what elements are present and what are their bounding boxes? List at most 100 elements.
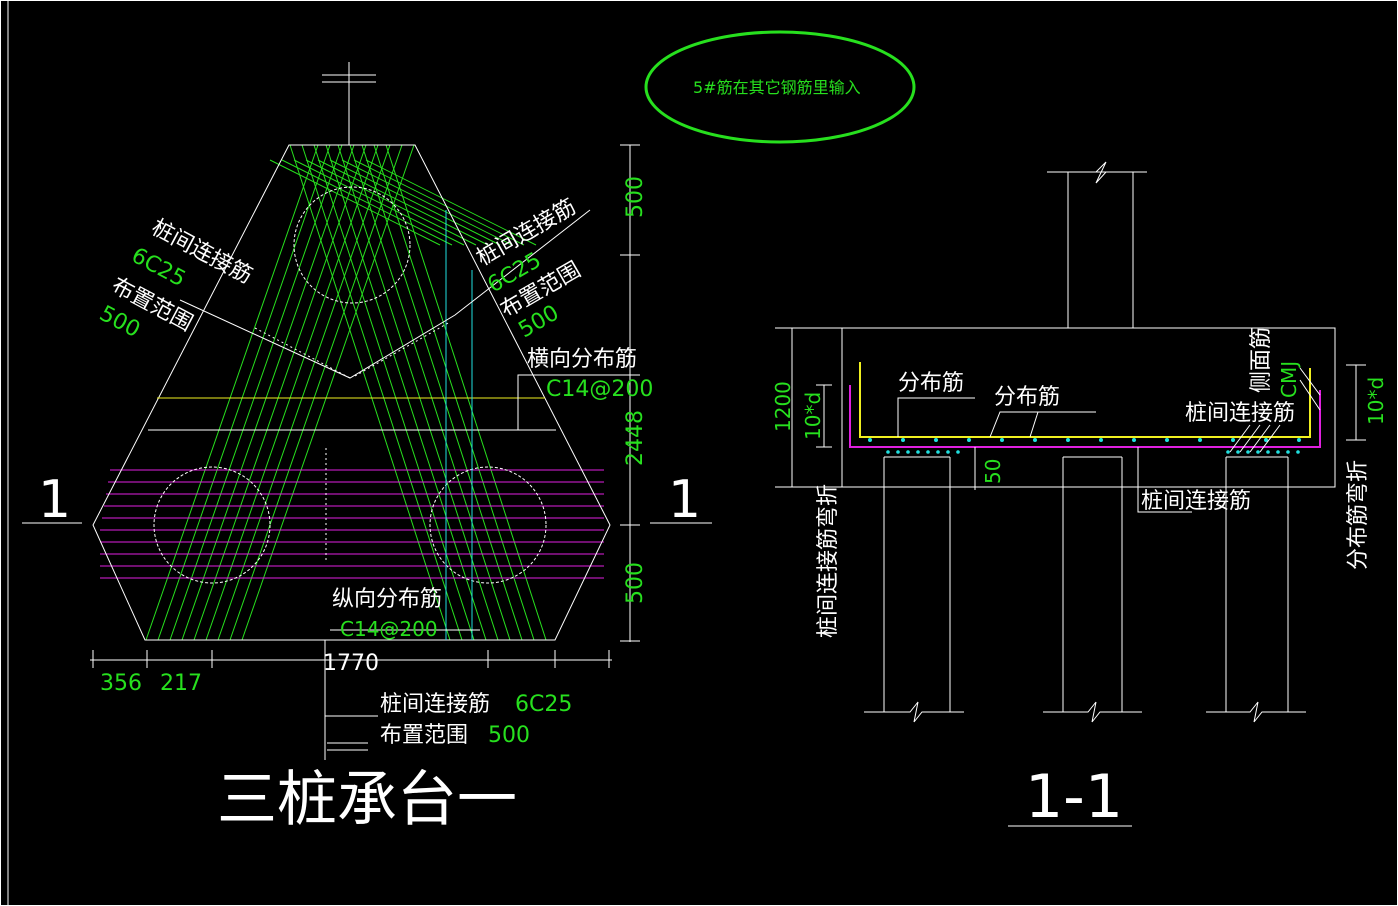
rebar-dot (886, 450, 890, 454)
pile-link-bar-bundles (145, 144, 547, 641)
transverse-title: 横向分布筋 (527, 347, 637, 372)
note-text: 5#筋在其它钢筋里输入 (693, 78, 861, 97)
bar-cross-line (269, 159, 441, 246)
section-view: 分布筋 分布筋 侧面筋 CMJ 桩间连接筋 桩间连接筋 桩间连接筋弯折 分布筋弯… (771, 161, 1388, 832)
column-outline (1067, 161, 1134, 328)
pile-right-break (1206, 701, 1306, 723)
rebar-dot (1000, 438, 1004, 442)
bottom-pile-link-title: 桩间连接筋 (380, 692, 490, 717)
bar-bundle-right-line (313, 144, 475, 641)
rebar-dot (967, 438, 971, 442)
rebar-dot (1297, 438, 1301, 442)
rebar-dot (916, 450, 920, 454)
dim-left-10d-value: 10*d (801, 392, 825, 440)
bar-bundle-left-line (229, 144, 403, 641)
rebar-dot (1066, 438, 1070, 442)
rebar-dot (1286, 450, 1290, 454)
leader-pile-link-top (1259, 424, 1281, 453)
bar-bundle-left-line (169, 144, 343, 641)
bar-bundle-right-line (385, 144, 547, 641)
pile-left-break (864, 701, 964, 723)
rebar-dot (1099, 438, 1103, 442)
dim-bottom: 500 (623, 562, 648, 604)
pile-link-right-ticks (354, 321, 451, 377)
dim-middle: 2448 (623, 410, 648, 466)
bottom-range-value: 500 (488, 723, 530, 748)
rebar-dot (1132, 438, 1136, 442)
leader-pile-link-top (1229, 424, 1251, 453)
bar-bundle-right-line (325, 144, 487, 641)
rebar-dot (1231, 438, 1235, 442)
dim-cover-value: 50 (981, 459, 1005, 484)
bar-bundle-right-line (301, 144, 463, 641)
bar-bundle-left-line (217, 144, 391, 641)
rebar-dot (946, 450, 950, 454)
rebar-dot (1226, 450, 1230, 454)
rebar-dot (896, 450, 900, 454)
leader-pile-link-bottom (1137, 447, 1192, 513)
note-ellipse (644, 30, 916, 144)
bar-cross-line (317, 159, 489, 246)
bar-bundle-right-line (349, 144, 511, 641)
leader-pile-link-top (1239, 424, 1261, 453)
bar-bundle-left-line (205, 144, 379, 641)
leader-side-bar (1299, 367, 1321, 396)
longitudinal-bottom-bars (100, 469, 604, 579)
bar-bundle-left-line (193, 144, 367, 641)
rebar-dot (1033, 438, 1037, 442)
bar-bundle-right-line (289, 144, 451, 641)
leader-side-bar (1299, 379, 1321, 411)
longitudinal-spec: C14@200 (340, 617, 438, 641)
plan-title: 三桩承台一 (217, 765, 517, 835)
pile-circle-top (293, 186, 411, 304)
label-left-bend: 桩间连接筋弯折 (816, 484, 841, 638)
rebar-dot (926, 450, 930, 454)
plan-view: 1 1 桩间连接筋 6C25 布置范围 500 桩间连接筋 6C25 布置范围 … (22, 62, 712, 835)
rebar-dot (934, 438, 938, 442)
label-dist2: 分布筋 (994, 385, 1060, 410)
rebar-dot (936, 450, 940, 454)
bar-cross-line (341, 159, 513, 246)
rebar-dot (868, 438, 872, 442)
dim-height-value: 1200 (771, 381, 795, 432)
bar-cross-line (365, 159, 537, 246)
dim-356: 356 (100, 671, 142, 696)
leader-dist2 (989, 411, 1096, 438)
bottom-main-bar (849, 385, 1321, 448)
bar-bundle-right-line (337, 144, 499, 641)
bottom-pile-link-bars: 6C25 (515, 692, 572, 717)
label-pile-link-bottom: 桩间连接筋 (1141, 489, 1251, 514)
rebar-dot (1236, 450, 1240, 454)
bottom-range-title: 布置范围 (380, 723, 468, 748)
rebar-dot (1246, 450, 1250, 454)
leader-pile-link-top (1249, 424, 1271, 453)
dim-right-10d-value: 10*d (1364, 377, 1388, 425)
bar-bundle-left-line (241, 144, 415, 641)
rebar-dot (1264, 438, 1268, 442)
label-pile-link-top: 桩间连接筋 (1185, 401, 1295, 426)
rebar-dot (1296, 450, 1300, 454)
pile-circle-left (153, 466, 271, 584)
section-mark-right: 1 (668, 470, 701, 530)
rebar-dot (1266, 450, 1270, 454)
bar-cross-line (353, 159, 525, 246)
pile-link-leader (179, 209, 591, 379)
label-side-spec: CMJ (1277, 361, 1301, 398)
cap-outline (92, 144, 611, 641)
leader-dist1 (897, 397, 975, 437)
bar-bundle-right-line (373, 144, 535, 641)
transverse-spec: C14@200 (546, 377, 653, 402)
rebar-dot (906, 450, 910, 454)
note-callout: 5#筋在其它钢筋里输入 (644, 30, 916, 144)
distribution-bar (859, 362, 1311, 438)
label-dist1: 分布筋 (898, 371, 964, 396)
rebar-dots (868, 438, 1301, 454)
bar-cross-line (281, 159, 453, 246)
bar-cross-line (293, 159, 465, 246)
section-mark-left: 1 (38, 470, 71, 530)
dim-1770: 1770 (323, 651, 379, 676)
pile-circle-right (429, 466, 547, 584)
dim-217: 217 (160, 671, 202, 696)
